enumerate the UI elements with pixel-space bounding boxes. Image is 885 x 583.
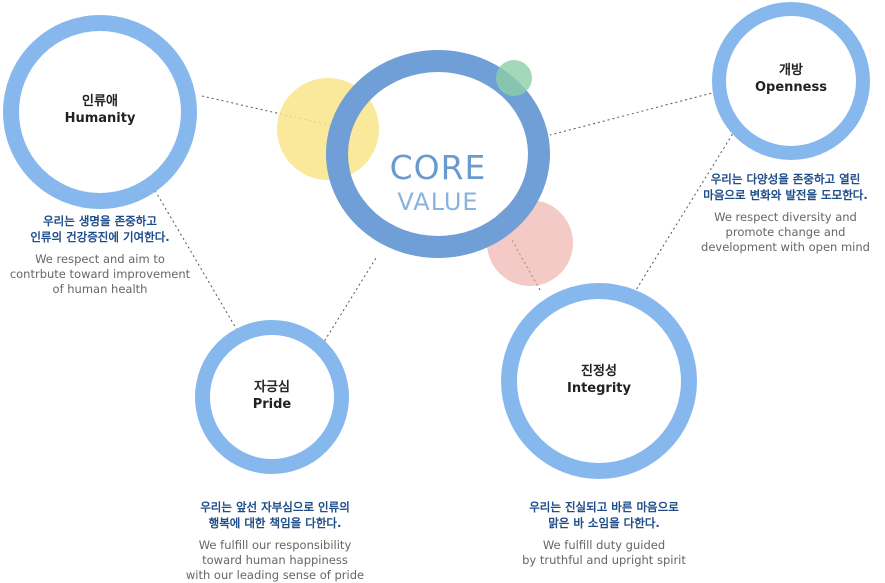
openness-kr-label: 개방 <box>779 63 803 78</box>
humanity-desc-kr-1: 우리는 생명을 존중하고 <box>43 214 157 228</box>
green-circle <box>496 60 532 96</box>
pride-en-label: Pride <box>252 397 292 412</box>
humanity-desc-kr-2: 인류의 건강증진에 기여한다. <box>30 230 170 244</box>
openness-en-label: Openness <box>755 80 827 95</box>
pride-desc-kr-2: 행복에 대한 책임을 다한다. <box>208 516 342 530</box>
pride-ring: 자긍심 Pride <box>195 320 349 474</box>
humanity-description: 우리는 생명을 존중하고 인류의 건강증진에 기여한다. We respect … <box>0 213 200 297</box>
integrity-description: 우리는 진실되고 바른 마음으로 맑은 바 소임을 다한다. We fulfil… <box>499 499 709 568</box>
pride-desc-en-2: toward human happiness <box>202 553 348 567</box>
integrity-desc-kr-2: 맑은 바 소임을 다한다. <box>548 516 660 530</box>
openness-desc-en-1: We respect diversity and <box>714 210 857 224</box>
pride-description: 우리는 앞선 자부심으로 인류의 행복에 대한 책임을 다한다. We fulf… <box>170 499 380 583</box>
humanity-desc-en-2: contrbute toward improvement <box>9 267 191 281</box>
openness-desc-kr-2: 마음으로 변화와 발전을 도모한다. <box>703 188 868 202</box>
integrity-desc-en-2: by truthful and upright spirit <box>522 553 686 567</box>
integrity-ring: 진정성 Integrity <box>501 283 697 479</box>
core-title: CORE <box>389 148 487 187</box>
openness-ring: 개방 Openness <box>712 2 870 160</box>
integrity-desc-en-1: We fulfill duty guided <box>542 538 666 552</box>
integrity-en-label: Integrity <box>567 381 631 396</box>
humanity-en-label: Humanity <box>64 111 136 126</box>
pride-desc-en-3: with our leading sense of pride <box>185 568 365 582</box>
pride-desc-kr-1: 우리는 앞선 자부심으로 인류의 <box>200 500 350 514</box>
core-subtitle: VALUE <box>397 188 479 216</box>
humanity-desc-en-3: of human health <box>52 282 148 296</box>
humanity-ring: 인류애 Humanity <box>3 15 197 209</box>
connector-pride-core <box>321 257 377 346</box>
integrity-desc-kr-1: 우리는 진실되고 바른 마음으로 <box>529 500 679 514</box>
openness-description: 우리는 다양성을 존중하고 열린 마음으로 변화와 발전을 도모한다. We r… <box>686 171 885 255</box>
pride-kr-label: 자긍심 <box>254 380 290 395</box>
pride-desc-en-1: We fulfill our responsibility <box>198 538 352 552</box>
connector-openness-integrity <box>635 129 736 291</box>
openness-desc-kr-1: 우리는 다양성을 존중하고 열린 <box>710 172 861 186</box>
integrity-kr-label: 진정성 <box>581 364 617 379</box>
humanity-kr-label: 인류애 <box>82 94 118 109</box>
humanity-desc-en-1: We respect and aim to <box>35 252 165 266</box>
openness-desc-en-3: development with open mind <box>701 240 870 254</box>
openness-desc-en-2: promote change and <box>725 225 846 239</box>
connector-openness-core <box>549 91 717 136</box>
